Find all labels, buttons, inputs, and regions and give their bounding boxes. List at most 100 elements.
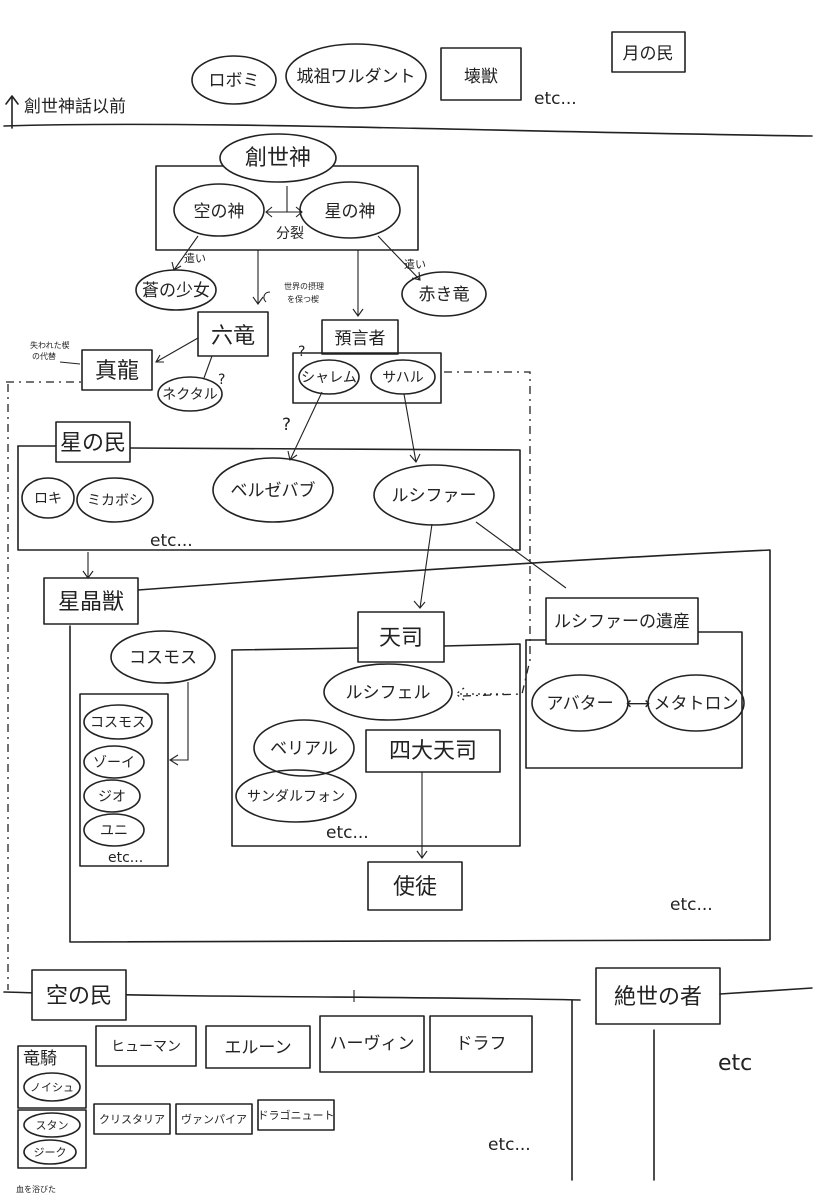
nectar-node	[157, 376, 223, 412]
cosmos-group-etc: etc...	[108, 850, 143, 866]
crystaria-box	[93, 1103, 171, 1135]
zeek-node	[23, 1139, 77, 1165]
arrow-to-astral-beasts	[82, 552, 94, 579]
avatar-node	[531, 674, 629, 732]
creator-god-label: 創世神	[245, 146, 311, 171]
dragoon-box	[17, 1045, 87, 1109]
nectar-label: ネクタル	[162, 387, 217, 403]
six-dragons-note-line	[263, 291, 271, 303]
kaiju-label: 壊獣	[464, 67, 498, 87]
heaven-box-top-left	[231, 647, 359, 651]
six-dragons-note-1: 世界の摂理	[284, 281, 324, 291]
true-dragon-note-2: の代替	[32, 351, 56, 361]
robomi-node	[191, 55, 277, 105]
four-archangels-box	[365, 729, 501, 773]
true-dragon-box	[81, 349, 153, 391]
vampire-label: ヴァンパイア	[181, 1112, 247, 1126]
astral-beasts-box	[69, 549, 771, 943]
stan-node	[23, 1112, 81, 1138]
stan-zeek-box	[17, 1109, 87, 1169]
sky-people-title: 空の民	[46, 984, 112, 1009]
beelzebub-node	[212, 457, 334, 523]
nectar-question: ?	[218, 372, 225, 388]
outsider-section: 絶世の者 etc	[595, 967, 813, 1181]
legacy-title: ルシファーの遺産	[554, 612, 690, 632]
outsider-title: 絶世の者	[614, 985, 702, 1010]
astral-beasts-etc: etc...	[670, 895, 713, 915]
erune-box	[205, 1025, 311, 1069]
true-dragon-label: 真龍	[95, 359, 139, 384]
beelzebub-label: ベルゼバブ	[231, 480, 316, 501]
vampire-box	[175, 1103, 253, 1135]
up-arrow-icon	[5, 95, 19, 129]
legacy-dotted-arrow	[454, 687, 504, 701]
avatar-metatron-arrow-icon: ⟷	[626, 694, 650, 714]
zeui-node	[83, 745, 145, 779]
line-lucifer-to-legacy	[475, 521, 567, 589]
before-myth-label: 創世神話以前	[24, 97, 126, 117]
apostles-label: 使徒	[393, 875, 437, 900]
cosmos-group-box	[79, 693, 169, 867]
heaven-section: 天司 ルシフェル ベリアル サンダルフォン 四大天司 etc... 使徒	[231, 521, 567, 911]
mikaboshi-node	[76, 477, 154, 523]
outsider-etc: etc	[718, 1051, 752, 1076]
arrow-to-prophet	[352, 250, 364, 317]
loki-label: ロキ	[34, 491, 62, 507]
moon-people-label: 月の民	[623, 44, 674, 64]
sahal-label: サハル	[382, 370, 423, 386]
uni-node	[83, 813, 145, 847]
draph-label: ドラフ	[456, 1034, 507, 1054]
lucifer-node	[373, 464, 495, 526]
draph-box	[429, 1015, 533, 1073]
zeek-label: ジーク	[34, 1146, 67, 1159]
arrow-shalem-to-beelzebub	[287, 391, 323, 461]
top-section: ロボミ 城祖ワルダント 壊獣 月の民 etc... 創世神話以前	[3, 31, 813, 137]
prophet-group-box	[292, 352, 442, 404]
crystaria-label: クリスタリア	[99, 1113, 165, 1126]
moon-people-box	[611, 31, 686, 73]
loki-node	[21, 477, 75, 519]
sky-god-label: 空の神	[194, 202, 245, 222]
harvin-label: ハーヴィン	[330, 1034, 415, 1054]
six-dragons-label: 六竜	[211, 324, 255, 349]
legacy-title-box	[545, 597, 699, 645]
creation-section: 創世神 空の神 星の神 分裂 遣い 遣い 蒼の少女 赤き竜 六竜 世界の摂理 を…	[30, 133, 487, 412]
heaven-title-box	[357, 611, 445, 663]
dragonute-box	[257, 1099, 335, 1131]
era-divider	[3, 123, 813, 137]
heaven-etc: etc...	[326, 823, 369, 843]
arrow-to-nectar	[203, 355, 213, 379]
kaiju-box	[440, 47, 522, 101]
stan-label: スタン	[36, 1119, 69, 1132]
star-people-section: 星の民 ロキ ミカボシ ベルゼバブ ルシファー etc... ?	[17, 391, 521, 551]
prophet-question: ?	[298, 344, 305, 360]
six-dragons-box	[197, 311, 269, 357]
uni-label: ユニ	[100, 823, 128, 839]
sky-people-title-box	[31, 969, 127, 1021]
cosmos-head-node	[110, 630, 216, 684]
sky-god-node	[173, 183, 265, 237]
human-box	[95, 1025, 197, 1067]
top-etc-label: etc...	[534, 89, 577, 109]
six-dragons-note-2: を保つ楔	[287, 294, 319, 304]
harvin-box	[319, 1015, 425, 1073]
zeui-label: ゾーイ	[93, 755, 135, 771]
sandalphon-label: サンダルフォン	[247, 789, 345, 805]
astral-beasts-title-box	[43, 577, 139, 625]
star-people-title-box	[55, 421, 131, 463]
arrow-to-true-dragon	[155, 337, 199, 363]
erune-label: エルーン	[224, 1038, 291, 1058]
creator-god-node	[219, 133, 337, 183]
lucifel-label: ルシフェル	[346, 683, 431, 703]
lucifer-label: ルシファー	[392, 486, 477, 506]
sandalphon-node	[235, 769, 357, 823]
sahal-node	[370, 359, 436, 395]
arrow-cosmos-to-group	[168, 682, 189, 766]
cosmos-node	[83, 704, 153, 740]
lucifel-node	[323, 663, 453, 721]
avatar-label: アバター	[546, 694, 613, 714]
four-archangels-label: 四大天司	[389, 739, 477, 764]
sky-people-etc: etc...	[488, 1135, 531, 1155]
heaven-title: 天司	[379, 626, 423, 651]
